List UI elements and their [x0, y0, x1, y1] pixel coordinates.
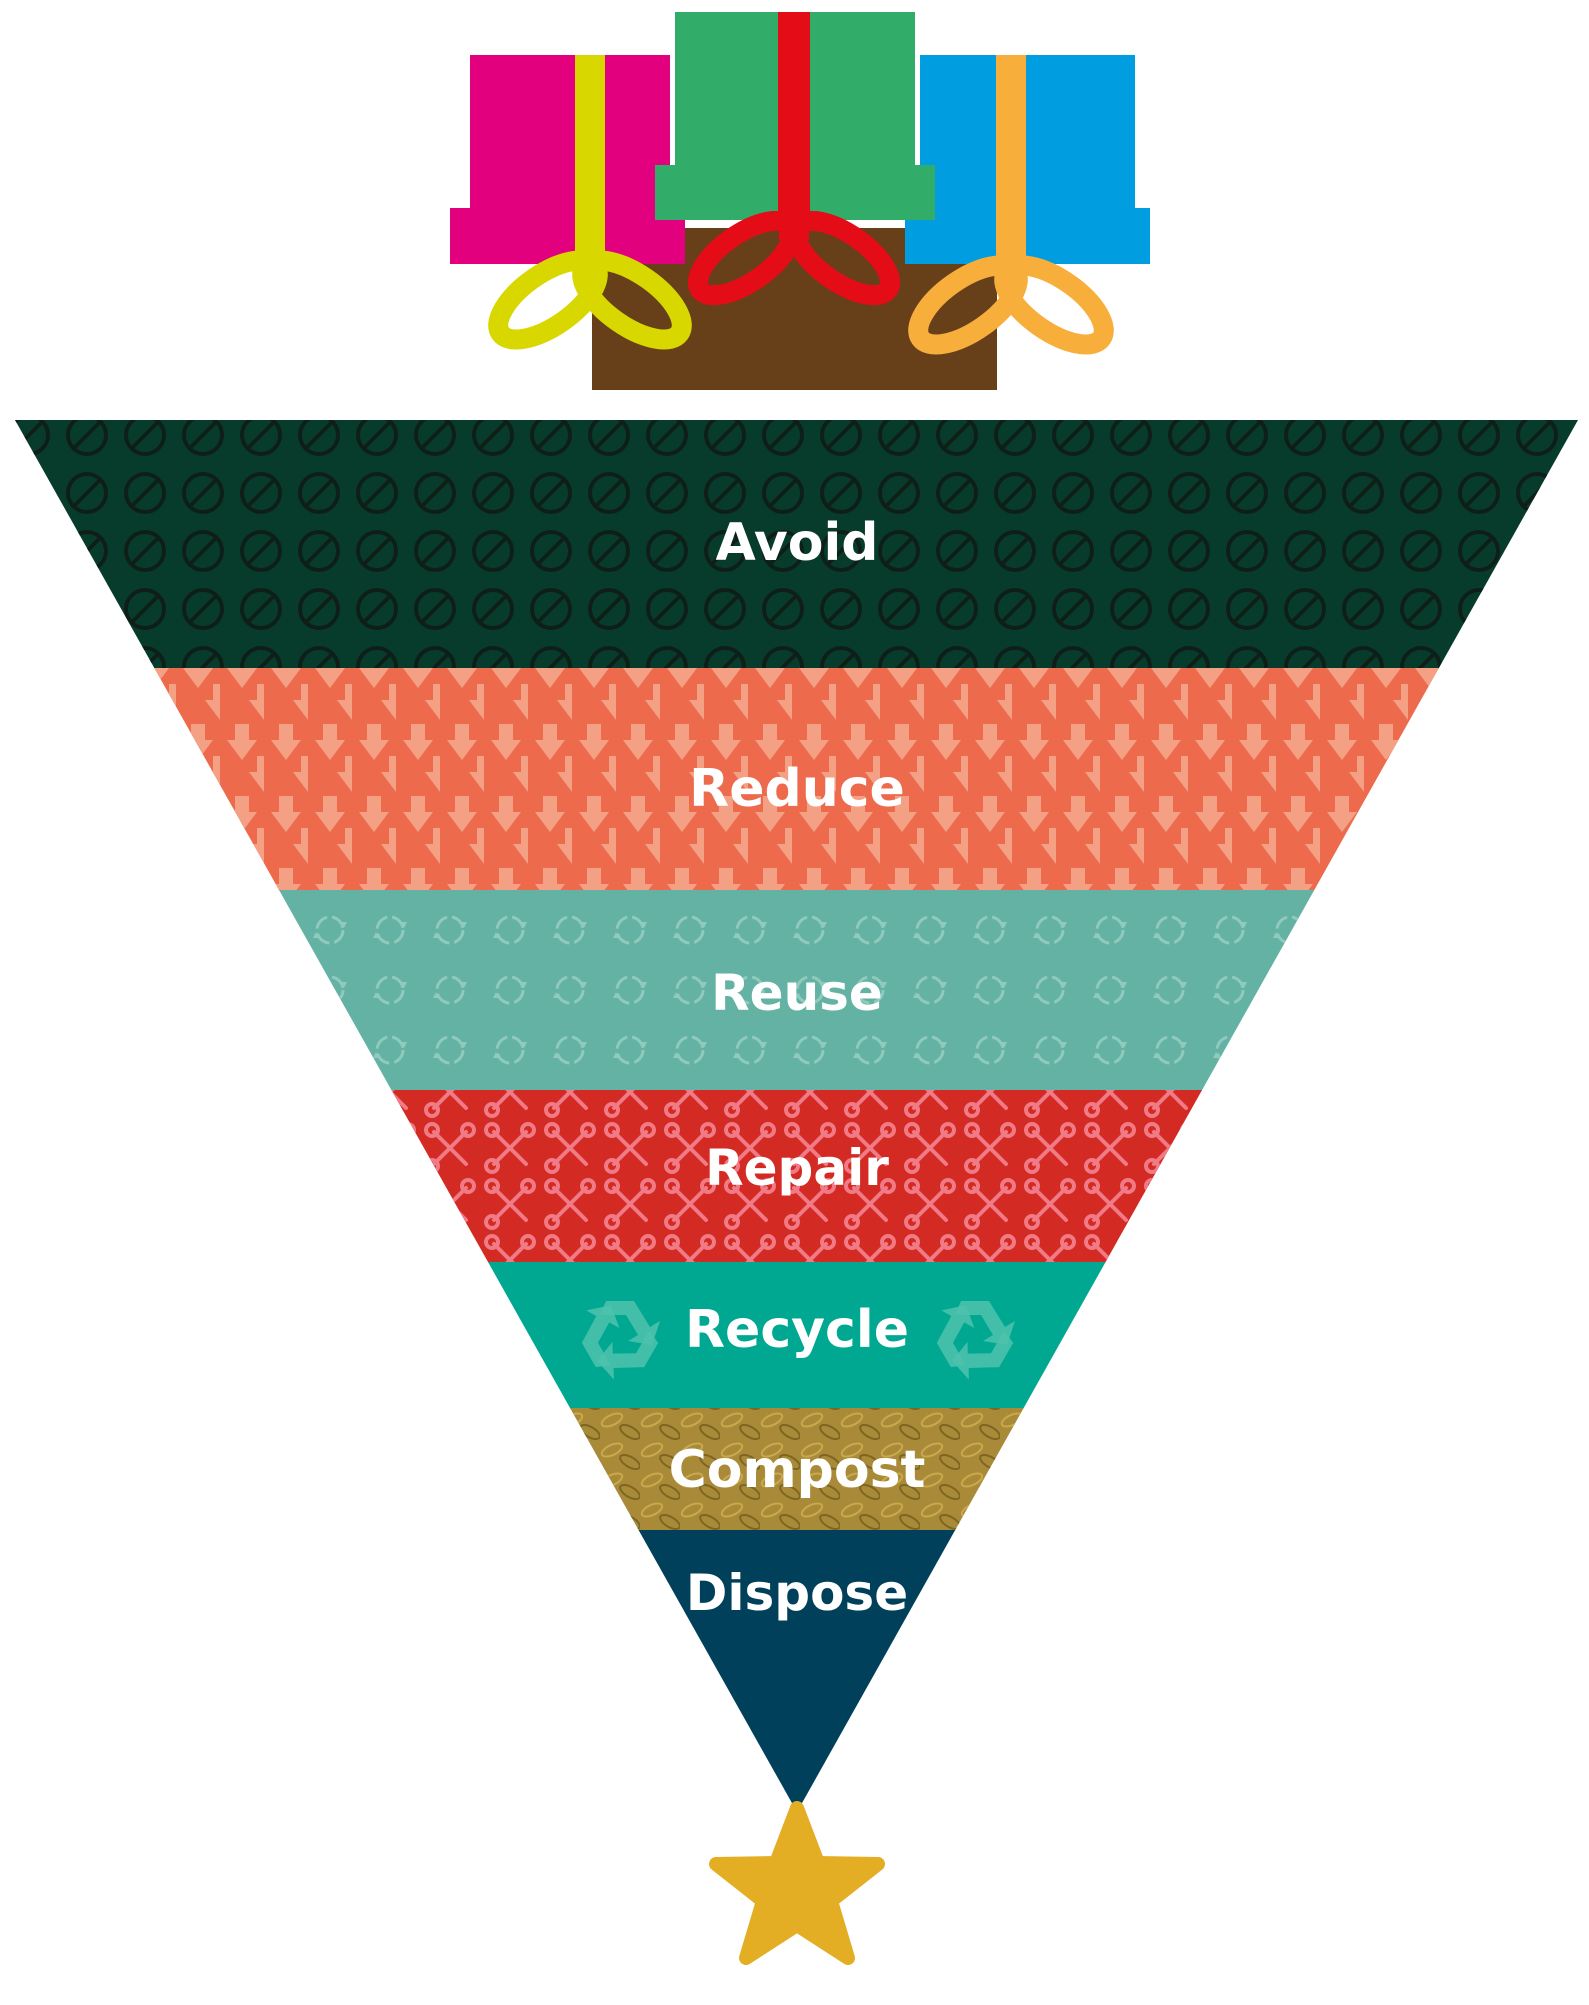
level-label-compost: Compost	[669, 1440, 926, 1500]
level-label-reuse: Reuse	[711, 964, 883, 1022]
down-arrow-pattern	[15, 668, 1578, 890]
level-label-recycle: Recycle	[685, 1300, 909, 1360]
gift-box-blue	[905, 55, 1150, 355]
gift-box-magenta	[450, 55, 692, 350]
recycle-icon	[581, 1301, 660, 1380]
star-icon	[709, 1801, 885, 1965]
hierarchy-labels: AvoidReduceReuseRepairRecycleCompostDisp…	[669, 513, 926, 1622]
level-label-repair: Repair	[705, 1139, 889, 1197]
level-label-avoid: Avoid	[715, 513, 878, 573]
gift-box-green	[655, 12, 935, 306]
level-label-dispose: Dispose	[686, 1564, 908, 1622]
gift-boxes	[450, 12, 1150, 390]
no-symbol-pattern	[15, 420, 1578, 668]
recycle-icon	[936, 1301, 1015, 1380]
level-label-reduce: Reduce	[689, 759, 905, 819]
